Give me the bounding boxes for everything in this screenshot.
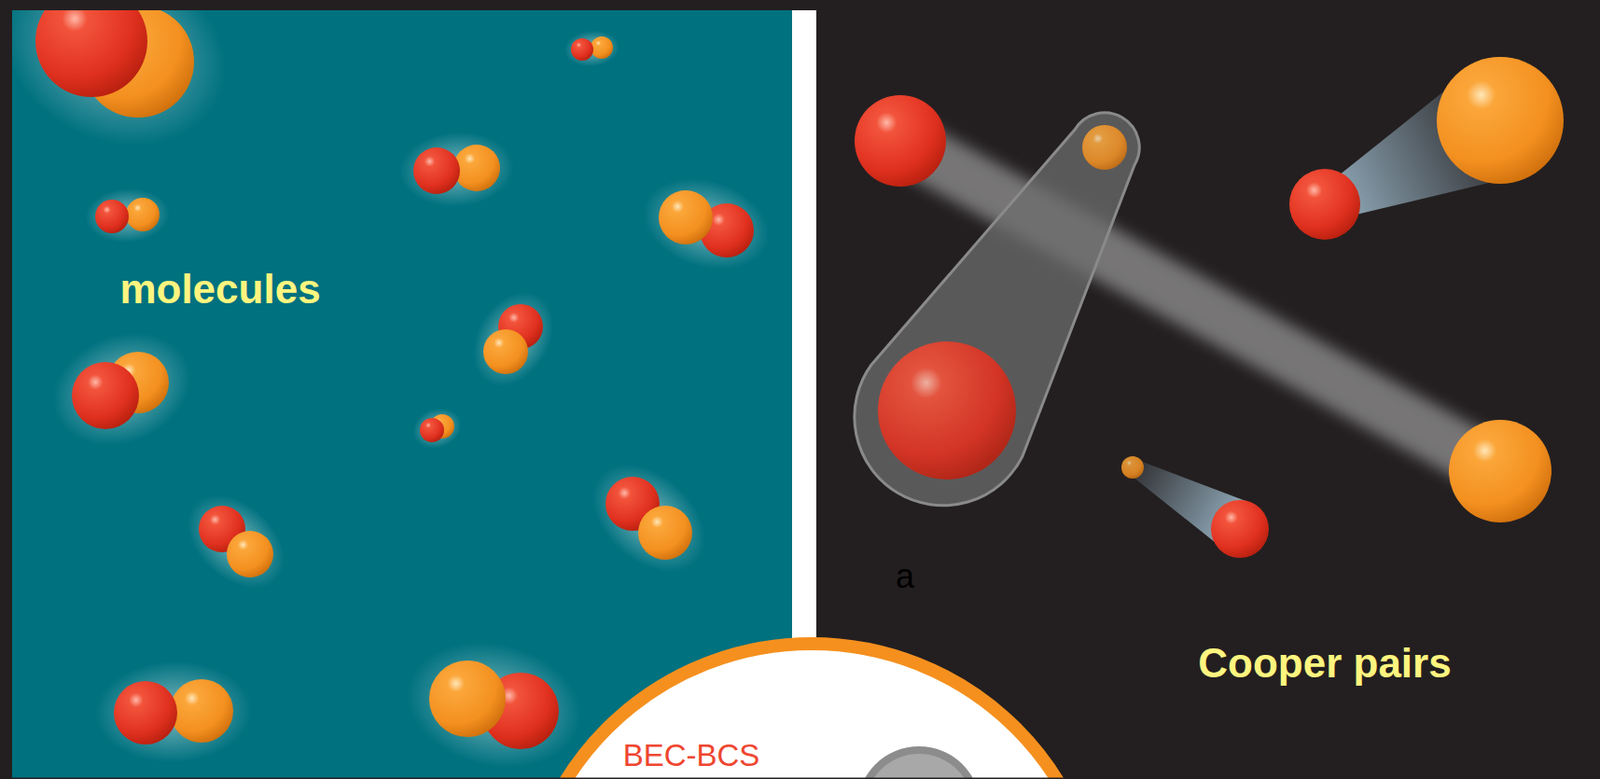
atom-sphere — [169, 679, 234, 743]
molecule-glow — [571, 443, 727, 595]
atom-sphere — [226, 530, 274, 578]
atom-sphere — [113, 681, 178, 745]
atom-sphere — [658, 190, 713, 245]
molecule-glow — [83, 186, 172, 246]
molecule-glow — [456, 277, 570, 401]
atom-sphere — [35, 10, 148, 98]
molecule-glow — [169, 476, 304, 608]
atom-sphere — [570, 38, 594, 61]
molecule-glow — [396, 127, 516, 210]
atom-sphere — [429, 660, 506, 738]
region-label: molecules — [119, 266, 320, 312]
molecule-glow — [35, 312, 209, 466]
atom-sphere — [71, 361, 140, 430]
symbol-label: a — [895, 557, 915, 596]
molecule-glow — [12, 10, 257, 181]
title-label: BEC-BCS — [623, 738, 761, 773]
atom-sphere — [483, 329, 529, 375]
molecule-glow — [562, 27, 622, 70]
atom-sphere — [125, 197, 160, 232]
region-label: Cooper pairs — [1197, 640, 1451, 686]
molecule-glow — [393, 625, 594, 779]
atom-sphere — [413, 147, 460, 195]
atom-sphere — [419, 417, 445, 443]
atom-sphere — [453, 144, 501, 192]
atom-sphere — [590, 36, 613, 59]
molecule-glow — [93, 658, 254, 766]
molecule-glow — [406, 401, 467, 455]
molecule-glow — [631, 163, 782, 286]
atom-sphere — [638, 505, 693, 560]
atom-sphere — [95, 199, 129, 234]
